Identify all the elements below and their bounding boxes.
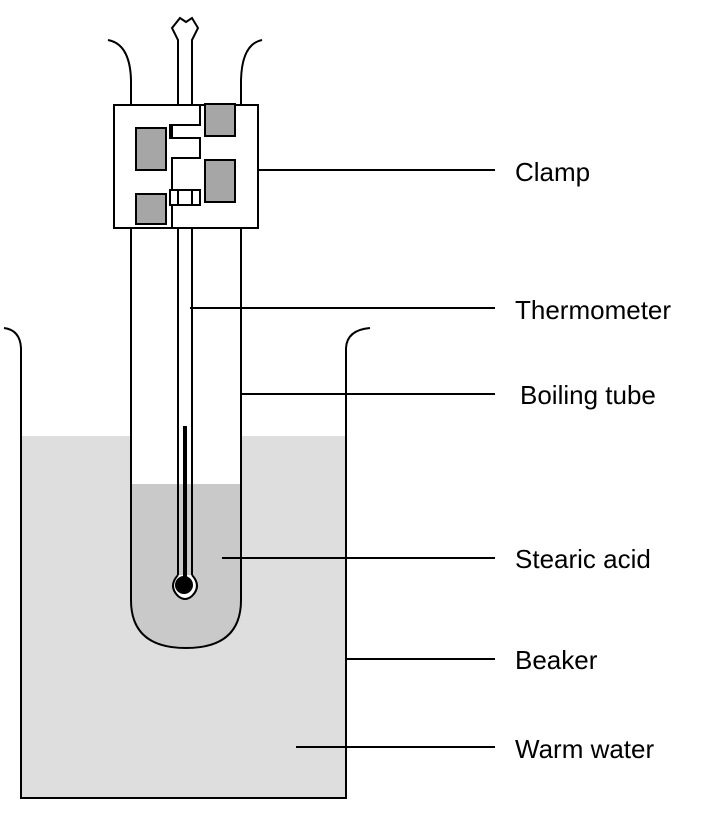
boiling-tube-label: Boiling tube	[520, 380, 656, 410]
clamp-pad	[135, 193, 167, 225]
clamp-label: Clamp	[515, 157, 590, 187]
clamp-pad	[135, 127, 167, 171]
thermometer-bulb	[175, 576, 193, 594]
beaker-label: Beaker	[515, 645, 598, 675]
beaker-outline	[3, 327, 371, 799]
thermometer-label: Thermometer	[515, 295, 671, 325]
thermometer	[170, 16, 200, 600]
stearic-acid-label: Stearic acid	[515, 544, 651, 574]
clamp-pad	[204, 159, 236, 203]
clamp	[113, 103, 259, 229]
warm-water-label: Warm water	[515, 734, 654, 764]
boiling-tube-outline	[107, 39, 263, 650]
clamp-pad	[204, 103, 236, 137]
